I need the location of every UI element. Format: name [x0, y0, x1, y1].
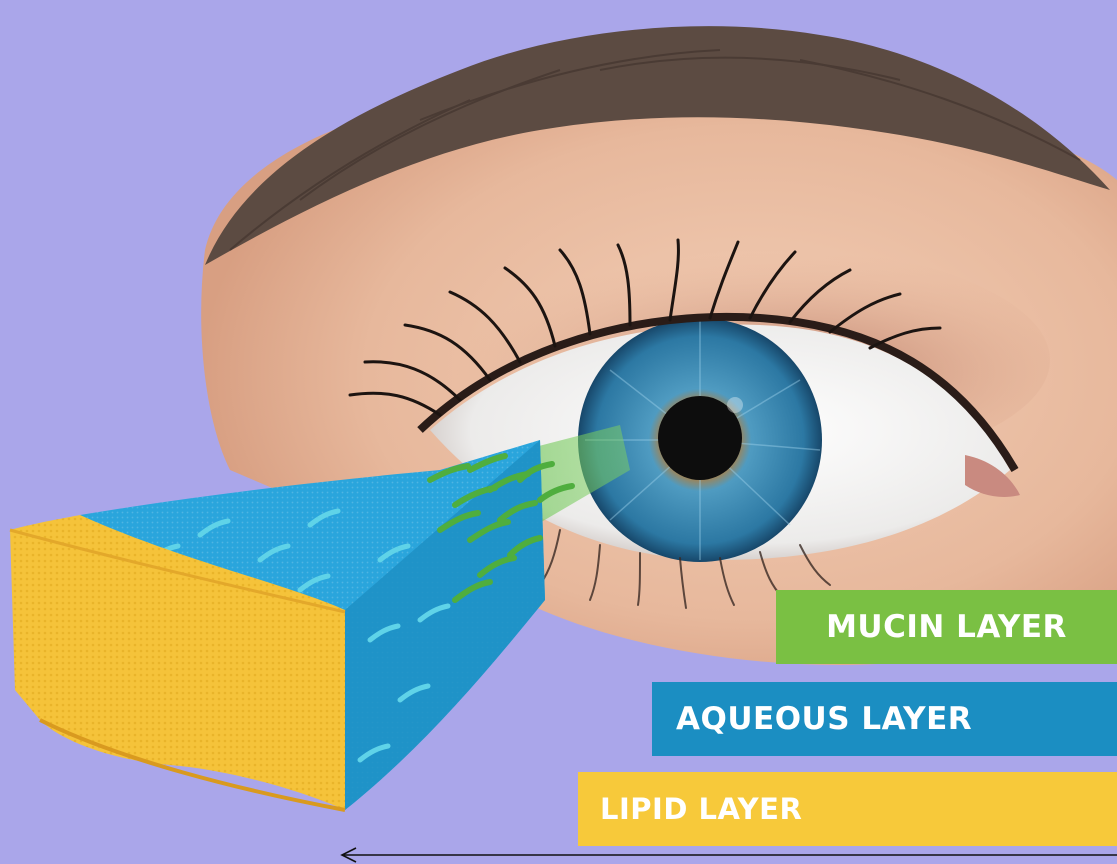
lipid-layer-label: LIPID LAYER [578, 772, 1117, 846]
aqueous-layer-label: AQUEOUS LAYER [652, 682, 1117, 756]
mucin-layer-label: MUCIN LAYER [776, 590, 1117, 664]
pointer-arrow [342, 848, 1117, 862]
